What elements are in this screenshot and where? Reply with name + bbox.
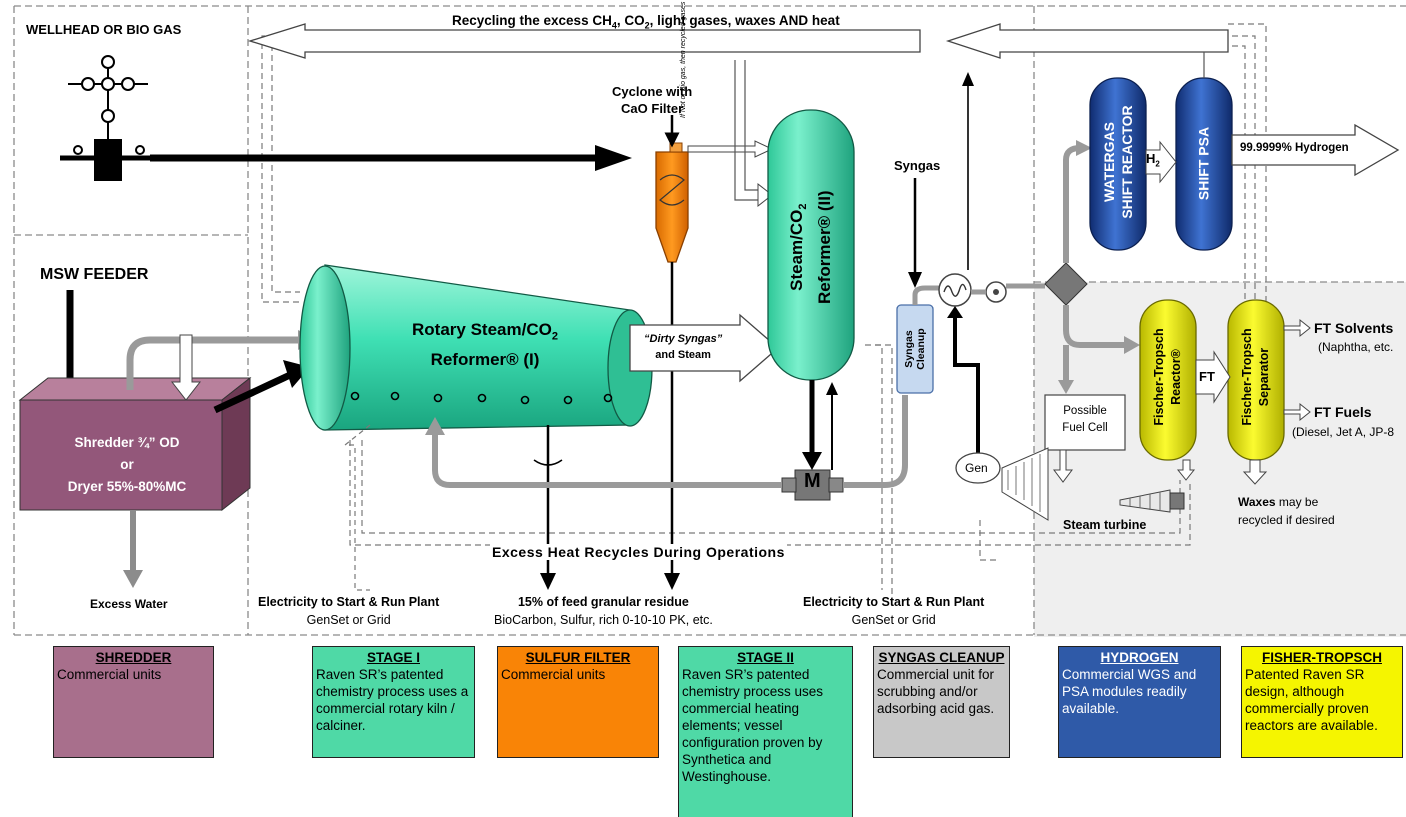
excess-water-label: Excess Water: [90, 597, 168, 611]
steam-reformer-label: Steam/CO2 Reformer® (II): [786, 190, 835, 305]
rotary-reformer: [299, 264, 653, 431]
shredder-box: [18, 376, 252, 512]
ft-solvents-label: FT Solvents: [1314, 320, 1394, 336]
h2-label: H2: [1146, 151, 1160, 169]
legend-hydrogen: HYDROGEN Commercial WGS and PSA modules …: [1058, 646, 1221, 758]
gas-feed-arrow: [595, 145, 632, 171]
legend-stage-1: STAGE I Raven SR’s patented chemistry pr…: [312, 646, 475, 758]
dirty-syngas-arrow: [629, 313, 779, 383]
heater-m-label: M: [804, 470, 821, 492]
msw-feeder-label: MSW FEEDER: [40, 266, 149, 283]
ft-arrow-label: FT: [1199, 369, 1215, 384]
cyclone-outlet-arrow: [687, 140, 774, 158]
turbine-icon: [1001, 447, 1049, 521]
dirty-syngas-label: “Dirty Syngas”and Steam: [644, 333, 723, 361]
heat-loop-line: [432, 430, 782, 488]
legend-stage-2: STAGE II Raven SR’s patented chemistry p…: [678, 646, 853, 817]
legend-syngas-cleanup: SYNGAS CLEANUP Commercial unit for scrub…: [873, 646, 1010, 758]
ft-arrow: [1195, 350, 1231, 404]
fuel-cell-box: [1044, 394, 1126, 451]
ft-fuels-sub: (Diesel, Jet A, JP-8: [1292, 425, 1395, 439]
wellhead-label: WELLHEAD OR BIO GAS: [26, 22, 182, 37]
shredder-feed-line: [213, 371, 292, 414]
heat-exchanger-icon: [938, 273, 972, 307]
rotary-reformer-label: Rotary Steam/CO2 Reformer® (I): [412, 320, 558, 370]
recycled-gas-line: [734, 60, 760, 201]
waxes-label: Waxes may be recycled if desired: [1238, 495, 1335, 527]
hydrogen-out-label: 99.9999% Hydrogen: [1240, 142, 1349, 154]
shredder-to-rotary-line: [126, 336, 305, 390]
excess-heat-label: Excess Heat Recycles During Operations: [490, 544, 787, 560]
recycled-gases-note: If Not or Bio gas, then recycled gases: [680, 1, 687, 118]
shift-psa-label: SHIFT PSA: [1195, 126, 1212, 201]
recycle-down-arrow: [170, 334, 202, 401]
recycle-top-label: Recycling the excess CH4, CO2, light gas…: [452, 13, 840, 31]
ft-zone-background: [1034, 282, 1406, 637]
zone-boundaries: [13, 5, 1406, 636]
legend-fisher-tropsch: FISHER-TROPSCH Patented Raven SR design,…: [1241, 646, 1403, 758]
steam-turbine-label: Steam turbine: [1063, 518, 1147, 532]
wellhead-icon: [60, 55, 150, 181]
generator-icon: [955, 452, 1001, 484]
h2-arrow: [1145, 140, 1177, 184]
gen-label: Gen: [965, 461, 988, 475]
syngas-label: Syngas: [894, 158, 941, 173]
ft-fuels-label: FT Fuels: [1314, 404, 1372, 420]
cyclone-cao-filter: [655, 142, 689, 460]
steam-turbine-icon: [1119, 489, 1185, 513]
hydrogen-out-arrow: [1231, 123, 1400, 177]
legend-sulfur-filter: SULFUR FILTER Commercial units: [497, 646, 659, 758]
legend-shredder: SHREDDER Commercial units: [53, 646, 214, 758]
heater-m-icon: [781, 469, 844, 501]
recycle-arrow-right: [945, 23, 1229, 59]
recycle-arrow-left: [247, 23, 921, 59]
ft-solvents-sub: (Naphtha, etc.: [1318, 340, 1394, 354]
